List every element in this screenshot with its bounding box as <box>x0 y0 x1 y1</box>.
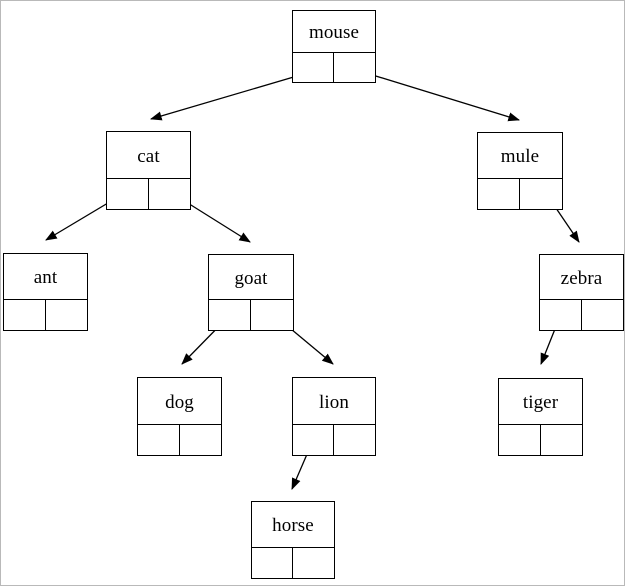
tree-node-pointers-horse <box>252 547 334 578</box>
tree-node-pointers-goat <box>209 299 293 330</box>
tree-node-mule[interactable]: mule <box>477 132 563 210</box>
tree-edge-mouse-to-cat <box>150 70 315 121</box>
tree-node-mouse[interactable]: mouse <box>292 10 376 83</box>
tree-node-pointers-ant <box>4 299 87 330</box>
tree-node-goat[interactable]: goat <box>208 254 294 331</box>
right-pointer-cell-horse[interactable] <box>293 548 334 578</box>
tree-node-pointers-mouse <box>293 52 375 82</box>
tree-node-lion[interactable]: lion <box>292 377 376 456</box>
tree-node-pointers-cat <box>107 178 190 209</box>
right-pointer-cell-ant[interactable] <box>46 300 88 330</box>
right-pointer-cell-mule[interactable] <box>520 179 562 209</box>
tree-node-pointers-mule <box>478 178 562 209</box>
right-pointer-cell-goat[interactable] <box>251 300 293 330</box>
tree-node-horse[interactable]: horse <box>251 501 335 579</box>
left-pointer-cell-tiger[interactable] <box>499 425 541 455</box>
tree-node-label-zebra: zebra <box>560 267 603 289</box>
tree-node-pointers-tiger <box>499 424 582 455</box>
right-pointer-cell-mouse[interactable] <box>334 53 375 82</box>
tree-node-ant[interactable]: ant <box>3 253 88 331</box>
left-pointer-cell-dog[interactable] <box>138 425 180 455</box>
tree-node-label-tiger: tiger <box>522 392 559 413</box>
tree-node-label-dog: dog <box>165 391 194 413</box>
tree-node-label-goat: goat <box>234 267 268 289</box>
tree-edge-mouse-to-mule <box>352 68 520 122</box>
tree-node-dog[interactable]: dog <box>137 377 222 456</box>
tree-node-zebra[interactable]: zebra <box>539 254 624 331</box>
left-pointer-cell-horse[interactable] <box>252 548 293 578</box>
left-pointer-cell-zebra[interactable] <box>540 300 582 330</box>
left-pointer-cell-lion[interactable] <box>293 425 334 455</box>
right-pointer-cell-lion[interactable] <box>334 425 375 455</box>
left-pointer-cell-mule[interactable] <box>478 179 520 209</box>
tree-node-label-cat: cat <box>137 145 160 167</box>
tree-node-cat[interactable]: cat <box>106 131 191 210</box>
right-pointer-cell-dog[interactable] <box>180 425 222 455</box>
tree-node-label-lion: lion <box>319 391 349 413</box>
right-pointer-cell-cat[interactable] <box>149 179 191 209</box>
tree-node-pointers-dog <box>138 424 221 455</box>
tree-node-label-mouse: mouse <box>308 22 360 43</box>
tree-node-label-ant: ant <box>33 267 58 288</box>
tree-node-pointers-lion <box>293 424 375 455</box>
left-pointer-cell-mouse[interactable] <box>293 53 334 82</box>
left-pointer-cell-goat[interactable] <box>209 300 251 330</box>
tree-node-label-mule: mule <box>500 146 540 167</box>
left-pointer-cell-ant[interactable] <box>4 300 46 330</box>
right-pointer-cell-zebra[interactable] <box>582 300 624 330</box>
right-pointer-cell-tiger[interactable] <box>541 425 583 455</box>
tree-node-label-horse: horse <box>272 515 314 536</box>
tree-node-tiger[interactable]: tiger <box>498 378 583 456</box>
left-pointer-cell-cat[interactable] <box>107 179 149 209</box>
tree-node-pointers-zebra <box>540 299 623 330</box>
